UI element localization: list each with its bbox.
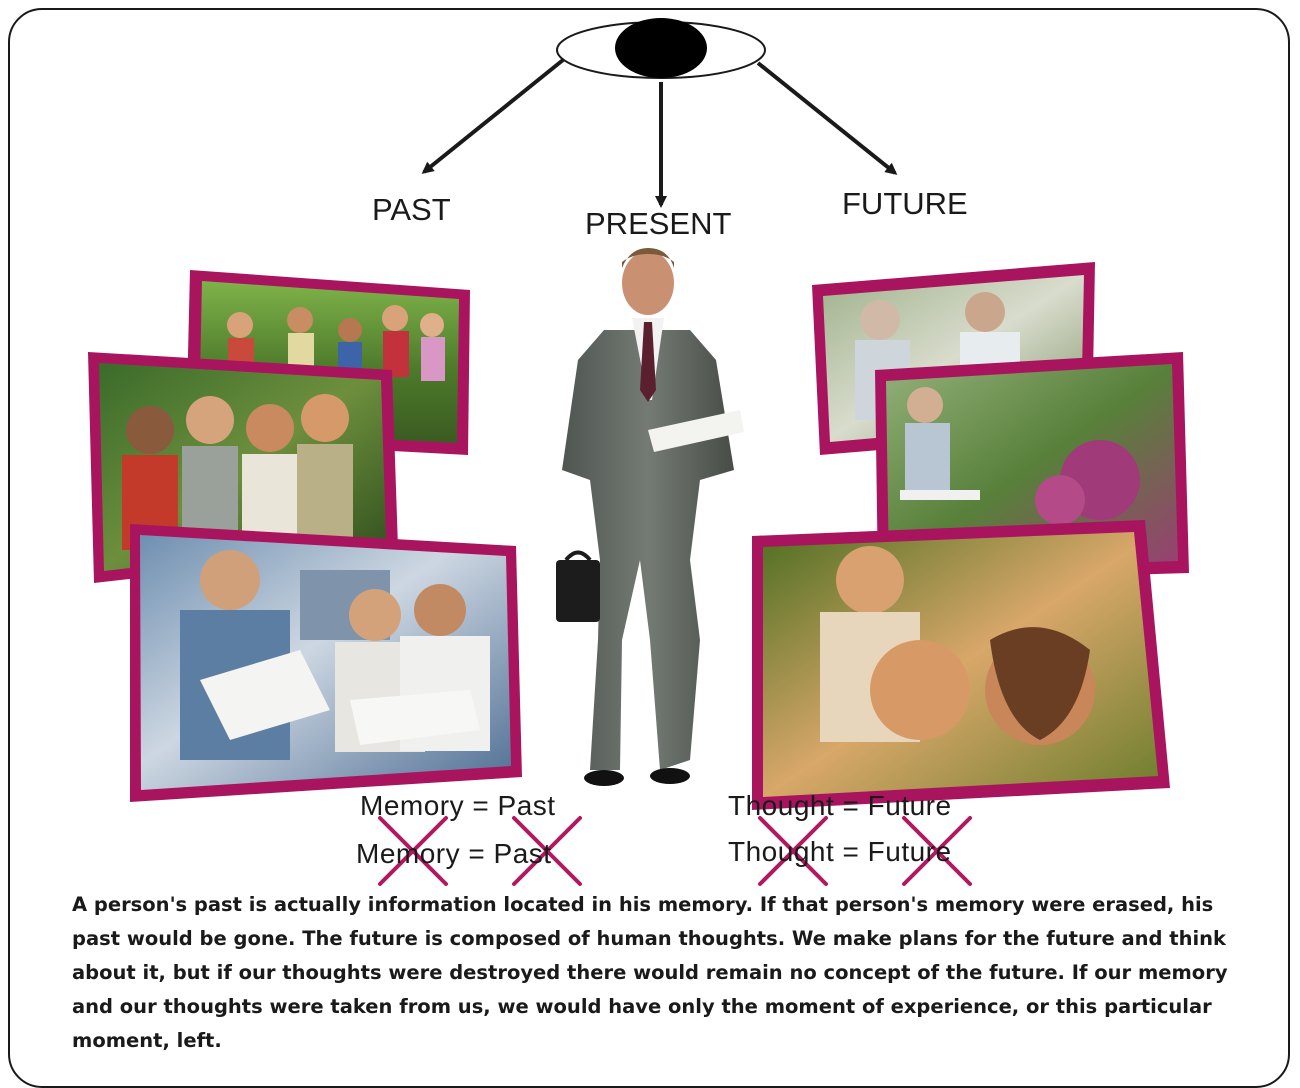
memory-past-crossed-equation: Memory = Past bbox=[356, 838, 552, 869]
office-colleagues-photo bbox=[130, 524, 522, 802]
future-label: FUTURE bbox=[842, 186, 968, 221]
past-cross-mark bbox=[512, 816, 582, 886]
thought-cross-mark bbox=[758, 816, 828, 886]
memory-cross-mark bbox=[378, 816, 448, 886]
past-label: PAST bbox=[372, 192, 451, 227]
thought-future-crossed-equation: Thought = Future bbox=[728, 836, 952, 867]
thought-future-equation: Thought = Future bbox=[728, 790, 952, 821]
future-cross-mark bbox=[902, 816, 972, 886]
parent-and-child-photo bbox=[752, 520, 1170, 810]
memory-past-equation: Memory = Past bbox=[360, 790, 556, 821]
caption-text: A person's past is actually information … bbox=[72, 893, 1228, 1052]
eye-icon bbox=[556, 18, 766, 79]
arrow-to-past bbox=[421, 58, 565, 174]
businessman-walking-photo bbox=[556, 248, 744, 786]
arrow-to-future bbox=[756, 61, 898, 175]
group-of-teenagers-photo bbox=[88, 352, 398, 583]
present-label: PRESENT bbox=[585, 206, 732, 241]
